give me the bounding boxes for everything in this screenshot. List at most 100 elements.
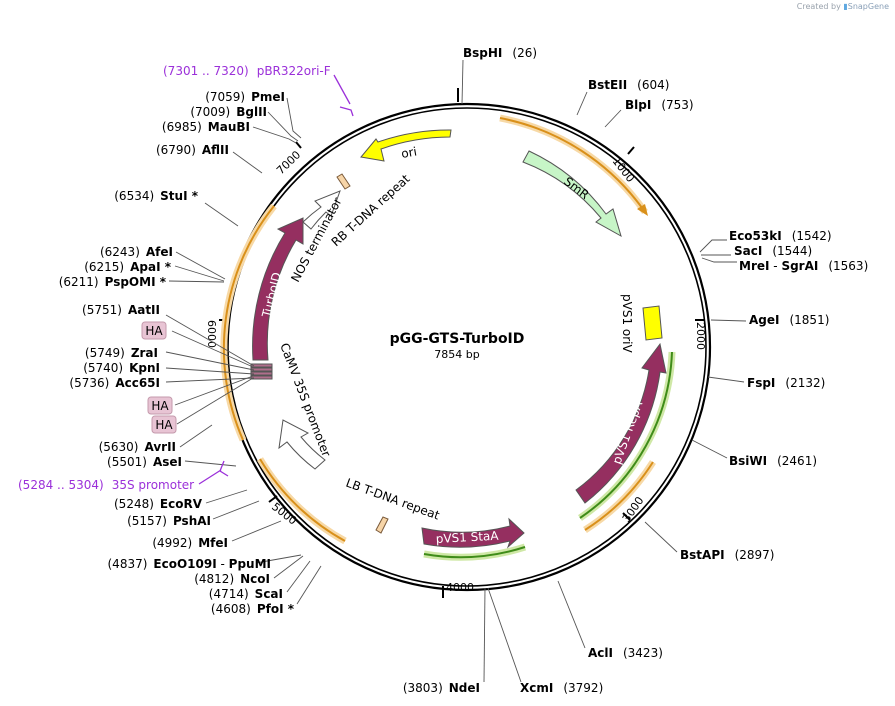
feature-camv-35s <box>278 419 326 470</box>
leader-ha2 <box>174 375 254 406</box>
site-ndei: (3803)NdeI <box>403 681 480 695</box>
leader-pmei <box>286 97 302 139</box>
leader-ndei <box>483 587 486 683</box>
leader-bsteii <box>576 91 588 116</box>
feature-pvs1-staa <box>421 517 525 549</box>
site-ecorv: (5248)EcoRV <box>114 497 203 511</box>
arc-lower-right-line <box>584 461 654 531</box>
snapgene-credit: Created by ▮SnapGene <box>797 2 889 11</box>
ha-stripe-1 <box>250 363 273 368</box>
site-agei: AgeI(1851) <box>749 313 829 327</box>
leader-bsphi <box>461 59 464 105</box>
site-bglii: (7009)BglII <box>190 105 267 119</box>
leader-eco53ki <box>699 239 727 253</box>
leader-stui <box>204 202 239 227</box>
leader-psppomi <box>168 280 225 283</box>
site-bsiwi: BsiWI(2461) <box>729 454 817 468</box>
plasmid-name: pGG-GTS-TurboID <box>390 331 525 347</box>
arc-smr-arrowhead <box>637 204 648 216</box>
site-fspi: FspI(2132) <box>747 376 825 390</box>
leader-bglii <box>267 111 299 142</box>
site-mrei: MreI - SgrAI(1563) <box>739 259 868 273</box>
primer-35s-arrow <box>219 460 229 477</box>
site-ecoo109i: (4837)EcoO109I - PpuMI <box>108 557 272 571</box>
leader-maubi <box>252 126 297 144</box>
site-maubi: (6985)MauBI <box>162 120 250 134</box>
site-ncoi: (4812)NcoI <box>194 572 270 586</box>
site-pmei: (7059)PmeI <box>205 90 285 104</box>
primer-pbr-leader <box>333 74 351 105</box>
leader-zrai <box>165 351 255 371</box>
site-stui: (6534)StuI * <box>114 189 198 203</box>
site-zrai: (5749)ZraI <box>85 346 158 360</box>
credit-brand: SnapGene <box>847 2 889 11</box>
leader-asei <box>184 460 237 467</box>
credit-prefix: Created by <box>796 2 841 11</box>
arc-smr-region-line <box>499 117 646 213</box>
site-bsteii: BstEII(604) <box>588 78 669 92</box>
feature-ori <box>360 129 452 162</box>
leader-pfoi <box>296 565 322 605</box>
leader-ha3 <box>176 377 254 425</box>
leader-acc65i <box>165 377 255 383</box>
site-psppomi: (6211)PspOMI * <box>59 275 167 289</box>
site-bstapi: BstAPI(2897) <box>680 548 774 562</box>
site-pfoi: (4608)PfoI * <box>211 602 295 616</box>
feature-label-pvs1-oriv: pVS1 oriV <box>620 294 634 354</box>
leader-pshai <box>212 500 260 520</box>
site-aflii: (6790)AflII <box>156 143 229 157</box>
leader-mrei <box>701 257 737 263</box>
arc-repa-region-line <box>579 351 673 519</box>
site-apai: (6215)ApaI * <box>84 260 172 274</box>
ha-stripe-3 <box>250 371 273 376</box>
snapgene-logo-icon: ▮ <box>843 2 848 11</box>
site-aatii: (5751)AatII <box>82 303 160 317</box>
feature-label-pvs1-staa: pVS1 StaA <box>435 529 499 546</box>
leader-apai <box>174 265 225 282</box>
site-avrii: (5630)AvrII <box>99 440 176 454</box>
site-afei: (6243)AfeI <box>100 245 173 259</box>
feature-label-ori: ori <box>400 144 418 160</box>
ha-label-3: HA <box>155 418 173 432</box>
tick-label-4000: 4000 <box>446 581 474 594</box>
feature-pvs1-oriv <box>642 305 663 341</box>
ha-stripe-2 <box>250 367 273 372</box>
site-acli: AclI(3423) <box>588 646 663 660</box>
leader-agei <box>710 319 747 322</box>
site-xcmi: XcmI(3792) <box>520 681 603 695</box>
primer-markers <box>198 74 354 485</box>
ha-label-1: HA <box>145 324 163 338</box>
leader-ecorv <box>205 489 248 504</box>
leader-scai <box>286 560 311 593</box>
leader-aatii <box>165 314 255 367</box>
leader-bsiwi <box>691 439 728 459</box>
feature-smr <box>522 150 622 238</box>
leader-aflii <box>232 151 263 174</box>
site-mfei: (4992)MfeI <box>152 536 228 550</box>
site-pshai: (5157)PshAI <box>127 514 211 528</box>
leader-avrii <box>179 424 213 448</box>
leader-acli <box>557 580 586 649</box>
primer-pbr-arrow <box>339 106 354 117</box>
tick-3000 <box>622 512 631 521</box>
primer-pbr-label: (7301 .. 7320)pBR322ori-F <box>163 64 331 78</box>
primer-35s-label: (5284 .. 5304)35S promoter <box>18 478 194 492</box>
leader-ecoo109i <box>255 554 302 564</box>
site-saci: SacI(1544) <box>734 244 812 258</box>
leader-fspi <box>707 376 745 383</box>
site-scai: (4714)ScaI <box>209 587 283 601</box>
leader-afei <box>175 251 226 280</box>
tick-label-2000: 2000 <box>694 322 707 350</box>
leader-blpi <box>604 109 622 128</box>
arc-left-region-line <box>222 205 275 441</box>
leader-lines <box>165 59 747 683</box>
leader-kpni <box>165 367 255 375</box>
ha-stripe-4 <box>250 375 273 380</box>
site-blpi: BlpI(753) <box>625 98 694 112</box>
feature-nos-terminator <box>302 190 341 230</box>
tick-7000 <box>295 141 302 149</box>
feature-lb-tdna <box>375 516 389 534</box>
tick-1000 <box>627 146 635 155</box>
leader-bstapi <box>644 521 678 553</box>
ha-label-2: HA <box>151 399 169 413</box>
